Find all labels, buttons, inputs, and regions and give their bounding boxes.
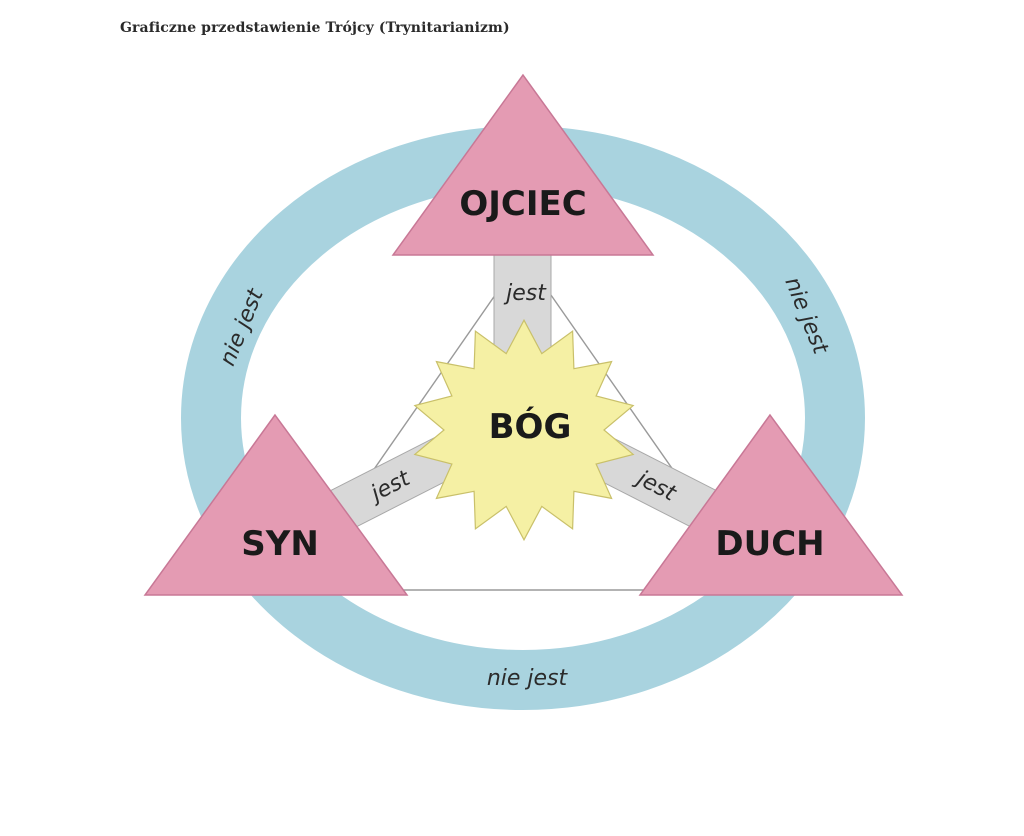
triangle-right xyxy=(638,413,904,596)
triangle-left xyxy=(143,413,409,596)
node-spirit: DUCH xyxy=(638,413,904,596)
relation-label-top: jest xyxy=(503,281,547,306)
node-label-son: SYN xyxy=(241,524,319,564)
triangle-top xyxy=(391,73,655,256)
node-son: SYN xyxy=(143,413,409,596)
page-title: Graficzne przedstawienie Trójcy (Trynita… xyxy=(120,20,510,36)
node-label-father: OJCIEC xyxy=(459,184,586,224)
center-label-god: BÓG xyxy=(489,406,572,447)
center-star xyxy=(413,318,635,542)
node-father: OJCIEC xyxy=(391,73,655,256)
ring-label-bottom: nie jest xyxy=(487,666,569,691)
node-label-spirit: DUCH xyxy=(715,524,824,564)
connector-right: jest xyxy=(583,432,731,538)
